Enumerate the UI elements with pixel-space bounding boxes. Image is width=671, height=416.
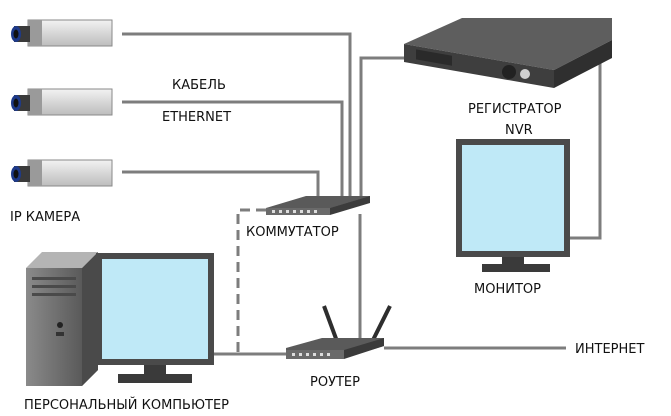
network-switch-icon: [266, 196, 370, 215]
label-pc: ПЕРСОНАЛЬНЫЙ КОМПЬЮТЕР: [24, 397, 229, 413]
label-cable-line1: КАБЕЛЬ: [172, 78, 226, 93]
label-router: РОУТЕР: [310, 375, 360, 390]
cable-nvr-monitor: [570, 54, 602, 240]
ip-camera-icon: [11, 88, 113, 116]
label-nvr-line1: РЕГИСТРАТОР: [468, 102, 562, 117]
cable-switch-nvr: [359, 56, 418, 202]
ip-camera-icon: [11, 19, 113, 47]
router-antenna-left-icon: [322, 305, 340, 345]
nvr-button-icon: [502, 65, 516, 79]
cables: [122, 32, 602, 356]
cable-dashed-pc-switch: [236, 208, 266, 354]
label-cable-line2: ETHERNET: [162, 110, 231, 125]
label-monitor: МОНИТОР: [474, 282, 541, 297]
monitor-icon: [456, 139, 570, 272]
ip-camera-icon: [11, 159, 113, 187]
pc-power-button-icon: [57, 322, 63, 328]
label-switch: КОММУТАТОР: [246, 225, 339, 240]
pc-tower-icon: [26, 252, 98, 386]
cable-camera-2: [122, 100, 344, 202]
label-internet: ИНТЕРНЕТ: [575, 342, 644, 357]
cable-camera-1: [122, 32, 352, 202]
nvr-indicator-icon: [520, 69, 530, 79]
router-icon: [286, 305, 392, 359]
router-antenna-right-icon: [370, 305, 392, 343]
label-nvr-line2: NVR: [505, 123, 533, 138]
cable-camera-3: [122, 170, 320, 202]
nvr-recorder-icon: [404, 18, 612, 88]
label-ip-camera: IP КАМЕРА: [10, 210, 80, 225]
monitor-icon: [96, 253, 214, 383]
